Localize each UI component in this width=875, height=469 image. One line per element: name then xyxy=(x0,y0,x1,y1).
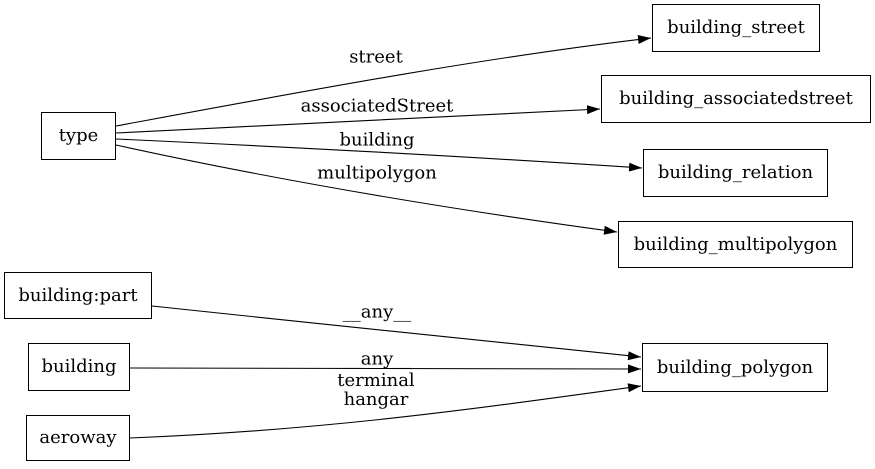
edge-type-building-relation xyxy=(115,138,643,172)
node-label: aeroway xyxy=(39,427,117,448)
edge-label-associatedstreet: associatedStreet xyxy=(300,95,454,117)
edge-building-part-building-polygon xyxy=(151,305,642,361)
edge-label-building: building xyxy=(339,129,415,151)
edge-label-terminal-hangar: terminal hangar xyxy=(337,370,415,410)
edge-type-building-associatedstreet xyxy=(115,105,601,134)
node-building-street: building_street xyxy=(652,4,820,52)
node-label: building xyxy=(41,356,117,377)
node-building-associatedstreet: building_associatedstreet xyxy=(601,75,871,123)
edge-aeroway-building-polygon xyxy=(129,383,642,439)
node-building: building xyxy=(28,343,130,391)
edge-label-any-2: __any__ xyxy=(342,348,412,370)
node-label: building_multipolygon xyxy=(633,233,838,255)
edge-label-multipolygon: multipolygon xyxy=(317,162,437,184)
node-label: building_polygon xyxy=(656,356,814,378)
node-building-polygon: building_polygon xyxy=(642,343,828,392)
edge-label-any-1: __any__ xyxy=(342,301,412,323)
node-building-part: building:part xyxy=(4,272,152,319)
node-aeroway: aeroway xyxy=(26,415,130,461)
node-label: building_street xyxy=(667,17,805,38)
node-type: type xyxy=(41,112,116,160)
edge-building-building-polygon xyxy=(129,364,642,374)
node-building-relation: building_relation xyxy=(643,149,828,197)
edge-type-building-street xyxy=(115,35,652,127)
edge-type-building-multipolygon xyxy=(115,144,618,235)
node-building-multipolygon: building_multipolygon xyxy=(618,221,853,268)
node-label: type xyxy=(58,125,99,146)
node-label: building_associatedstreet xyxy=(619,88,853,109)
node-label: building_relation xyxy=(657,162,814,183)
edge-label-street: street xyxy=(349,46,403,68)
node-label: building:part xyxy=(18,284,138,306)
